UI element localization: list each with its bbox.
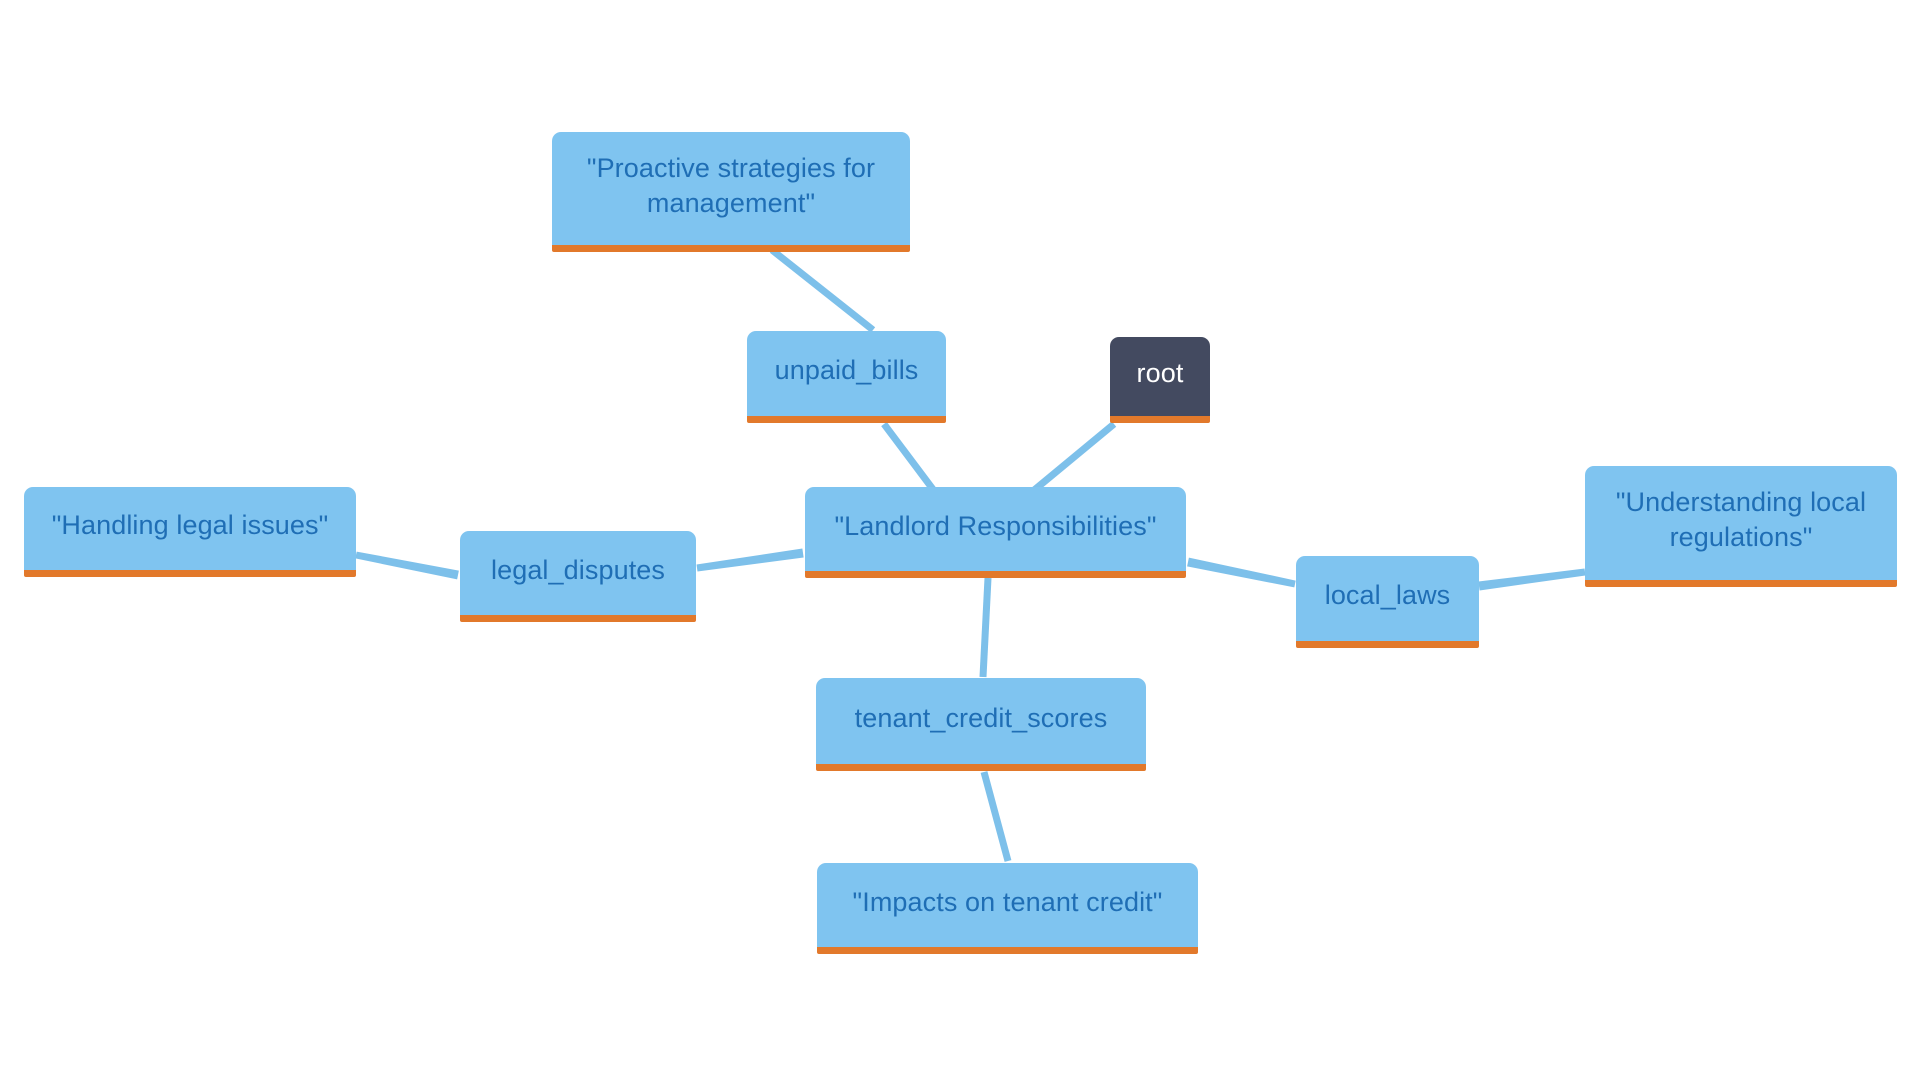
mindmap-node-label: tenant_credit_scores	[854, 702, 1108, 733]
mindmap-node-label: unpaid_bills	[774, 355, 919, 386]
edge-legal_disputes-to-handling_legal_issues	[355, 551, 459, 580]
edge-local_laws-to-understanding_local_regulations	[1478, 568, 1586, 591]
mindmap-node-label: "Understanding local regulations"	[1615, 487, 1867, 552]
mindmap-node-label: root	[1136, 358, 1184, 389]
edge-landlord_responsibilities-to-unpaid_bills	[881, 421, 938, 495]
edge-landlord_responsibilities-to-local_laws	[1187, 557, 1296, 588]
mindmap-node-understanding_local_regulations[interactable]: "Understanding local regulations"	[1585, 466, 1897, 587]
mindmap-node-label: "Impacts on tenant credit"	[852, 886, 1163, 917]
mindmap-node-impacts_on_tenant_credit[interactable]: "Impacts on tenant credit"	[817, 863, 1198, 954]
mindmap-node-label: "Handling legal issues"	[51, 510, 329, 541]
edge-unpaid_bills-to-proactive_strategies	[769, 247, 876, 333]
mindmap-node-label: "Landlord Responsibilities"	[834, 510, 1157, 541]
edge-landlord_responsibilities-to-tenant_credit_scores	[979, 577, 992, 678]
mindmap-node-label: local_laws	[1324, 580, 1451, 611]
mindmap-node-tenant_credit_scores[interactable]: tenant_credit_scores	[816, 678, 1146, 771]
mindmap-node-unpaid_bills[interactable]: unpaid_bills	[747, 331, 946, 423]
mindmap-node-proactive_strategies[interactable]: "Proactive strategies for management"	[552, 132, 910, 252]
mindmap-node-local_laws[interactable]: local_laws	[1296, 556, 1479, 648]
mindmap-node-landlord_responsibilities[interactable]: "Landlord Responsibilities"	[805, 487, 1186, 578]
mindmap-node-label: "Proactive strategies for management"	[586, 152, 876, 218]
edge-tenant_credit_scores-to-impacts_on_tenant_credit	[980, 771, 1012, 862]
mindmap-node-handling_legal_issues[interactable]: "Handling legal issues"	[24, 487, 356, 577]
mindmap-node-root[interactable]: root	[1110, 337, 1210, 423]
mindmap-node-legal_disputes[interactable]: legal_disputes	[460, 531, 696, 622]
edge-landlord_responsibilities-to-legal_disputes	[696, 548, 804, 572]
mindmap-node-label: legal_disputes	[490, 554, 666, 585]
